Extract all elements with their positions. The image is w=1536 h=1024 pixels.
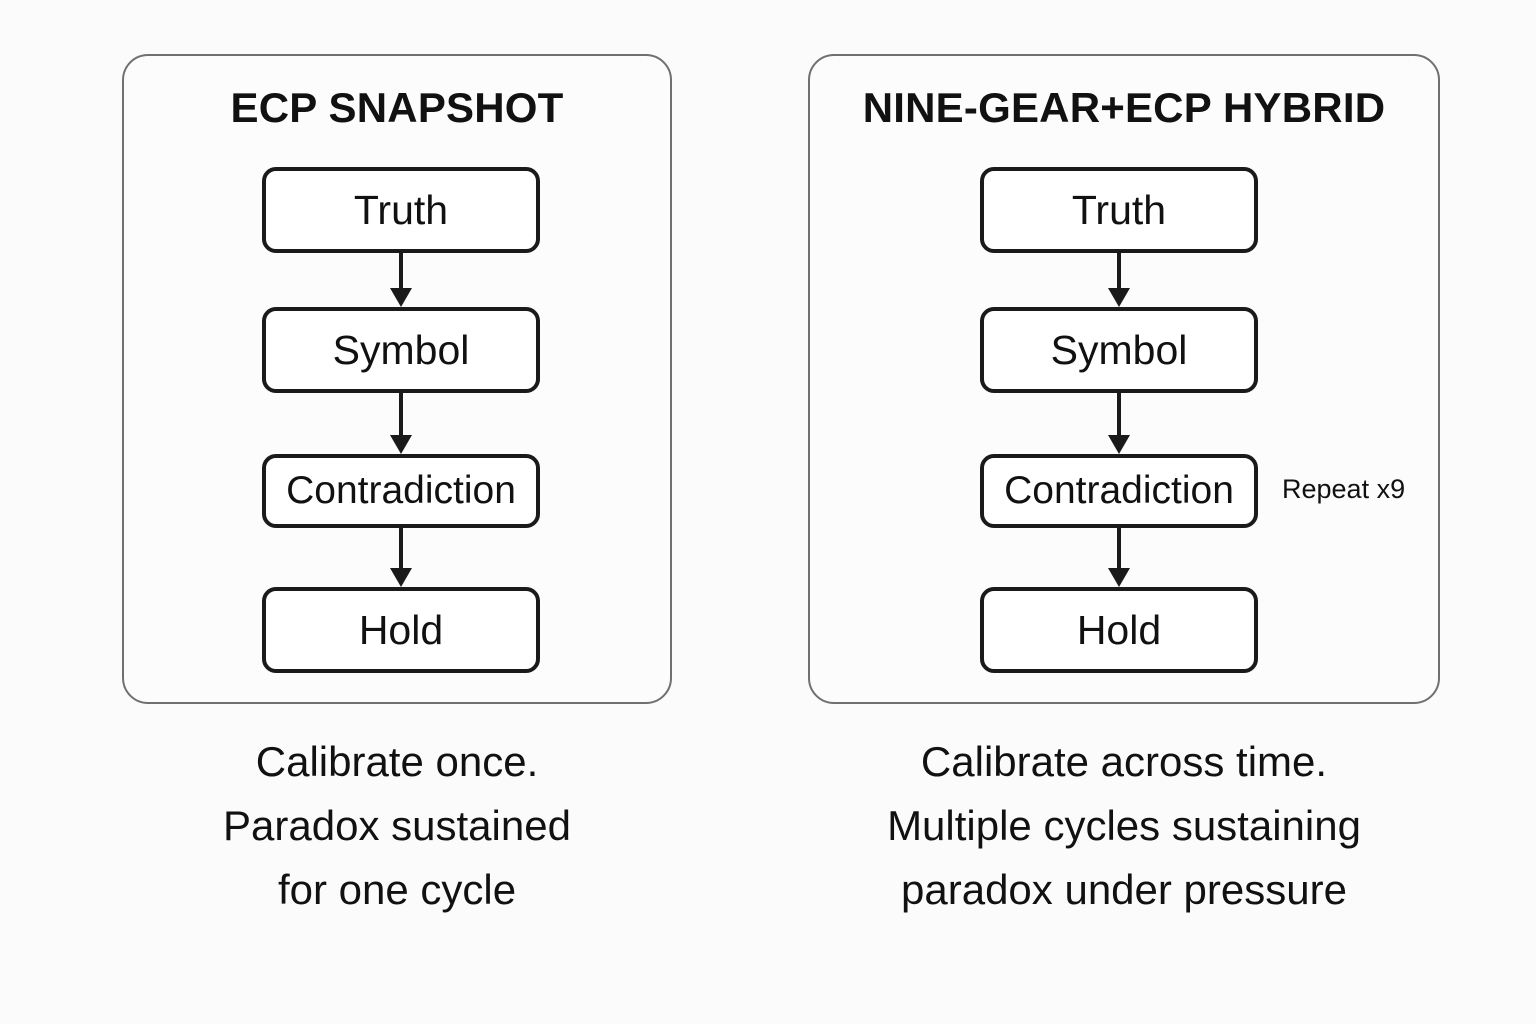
arrow-head-icon: [390, 288, 412, 307]
arrow-truth-to-symbol-left: [390, 253, 412, 307]
arrow-head-icon: [1108, 288, 1130, 307]
caption-right-line-3: paradox under pressure: [901, 866, 1347, 913]
node-hold-left: Hold: [262, 587, 540, 673]
node-hold-right: Hold: [980, 587, 1258, 673]
caption-left: Calibrate once. Paradox sustained for on…: [122, 730, 672, 922]
arrow-contradiction-to-hold-left: [390, 528, 412, 587]
node-contradiction-right: Contradiction: [980, 454, 1258, 528]
panel-nine-gear-ecp-hybrid: NINE-GEAR+ECP HYBRID Truth Symbol Contra…: [808, 54, 1440, 704]
arrow-symbol-to-contradiction-left: [390, 393, 412, 454]
arrow-stem: [1117, 393, 1121, 436]
arrow-head-icon: [390, 435, 412, 454]
caption-right-line-1: Calibrate across time.: [920, 738, 1328, 785]
arrow-head-icon: [390, 568, 412, 587]
panel-title-right: NINE-GEAR+ECP HYBRID: [862, 84, 1386, 131]
arrow-stem: [399, 528, 403, 569]
node-truth-left: Truth: [262, 167, 540, 253]
arrow-head-icon: [1108, 568, 1130, 587]
caption-right-line-2: Multiple cycles sustaining: [887, 802, 1361, 849]
repeat-annotation: Repeat x9: [1282, 474, 1406, 504]
arrow-stem: [1117, 253, 1121, 289]
caption-right: Calibrate across time. Multiple cycles s…: [790, 730, 1458, 922]
arrow-stem: [399, 393, 403, 436]
panel-ecp-snapshot: ECP SNAPSHOT Truth Symbol Contradiction …: [122, 54, 672, 704]
arrow-stem: [1117, 528, 1121, 569]
caption-left-line-2: Paradox sustained: [223, 802, 571, 849]
panel-title-left: ECP SNAPSHOT: [230, 84, 564, 131]
arrow-symbol-to-contradiction-right: [1108, 393, 1130, 454]
caption-left-line-3: for one cycle: [277, 866, 517, 913]
arrow-head-icon: [1108, 435, 1130, 454]
arrow-contradiction-to-hold-right: [1108, 528, 1130, 587]
node-symbol-left: Symbol: [262, 307, 540, 393]
arrow-truth-to-symbol-right: [1108, 253, 1130, 307]
node-truth-right: Truth: [980, 167, 1258, 253]
node-contradiction-left: Contradiction: [262, 454, 540, 528]
caption-left-line-1: Calibrate once.: [255, 738, 539, 785]
arrow-stem: [399, 253, 403, 289]
node-symbol-right: Symbol: [980, 307, 1258, 393]
